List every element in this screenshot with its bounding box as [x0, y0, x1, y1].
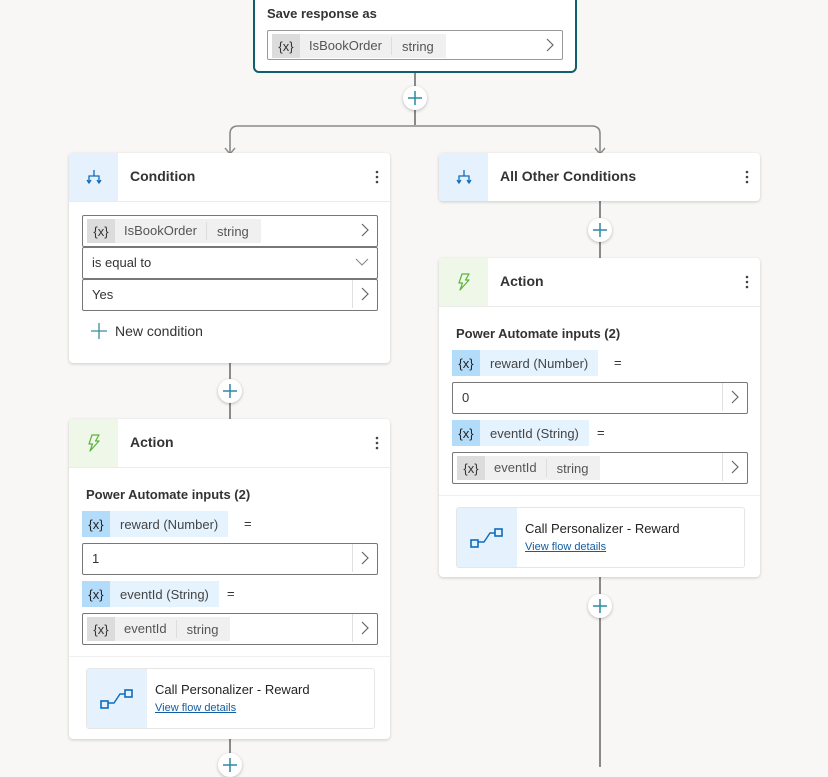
chevron-right-icon[interactable]	[538, 31, 562, 59]
plus-icon	[223, 758, 237, 772]
power-automate-inputs-label: Power Automate inputs (2)	[456, 326, 621, 341]
lightning-icon	[439, 258, 488, 306]
variable-icon: {x}	[87, 219, 115, 243]
condition-value-field[interactable]: Yes	[82, 279, 378, 311]
divider	[439, 495, 760, 496]
branch-connector	[224, 125, 606, 156]
operator-value: is equal to	[92, 255, 152, 270]
variable-icon: {x}	[457, 456, 485, 480]
equals-sign: =	[244, 516, 252, 531]
lightning-icon	[69, 419, 118, 467]
eventid-value-field[interactable]: {x} eventId string	[452, 452, 748, 484]
view-flow-details-link[interactable]: View flow details	[525, 541, 607, 553]
flow-icon	[87, 669, 147, 728]
input-parameter-chip: {x} eventId (String)	[82, 581, 219, 607]
more-options-icon[interactable]	[742, 167, 752, 187]
chevron-right-icon[interactable]	[722, 453, 747, 481]
flow-icon	[457, 508, 517, 567]
reward-value: 1	[92, 551, 100, 566]
chevron-right-icon[interactable]	[352, 614, 377, 642]
chevron-right-icon[interactable]	[353, 216, 377, 244]
reward-value: 0	[462, 390, 470, 405]
flow-name: Call Personalizer - Reward	[525, 521, 680, 536]
divider	[69, 656, 390, 657]
input-parameter-chip: {x} reward (Number)	[82, 511, 229, 537]
variable-chip[interactable]: {x} eventId string	[87, 617, 231, 641]
parameter-label: reward (Number)	[490, 355, 589, 371]
connector	[599, 577, 601, 767]
plus-icon	[223, 384, 237, 398]
flow-card[interactable]: Call Personalizer - Reward View flow det…	[86, 668, 375, 729]
variable-icon: {x}	[82, 581, 110, 607]
save-variable-field[interactable]: {x} IsBookOrder string	[267, 30, 563, 60]
plus-icon	[91, 323, 107, 339]
variable-name: eventId	[485, 459, 547, 477]
variable-icon: {x}	[87, 617, 115, 641]
save-response-label: Save response as	[267, 6, 377, 21]
variable-type: string	[216, 223, 249, 239]
power-automate-inputs-label: Power Automate inputs (2)	[86, 487, 251, 502]
action-title: Action	[130, 434, 174, 450]
branch-icon	[69, 153, 118, 201]
variable-icon: {x}	[452, 350, 480, 376]
add-node-button[interactable]	[588, 594, 612, 618]
more-options-icon[interactable]	[372, 167, 382, 187]
more-options-icon[interactable]	[742, 272, 752, 292]
variable-chip[interactable]: {x} eventId string	[457, 456, 601, 480]
eventid-value-field[interactable]: {x} eventId string	[82, 613, 378, 645]
add-node-button[interactable]	[403, 86, 427, 110]
other-conditions-title: All Other Conditions	[500, 168, 637, 184]
operator-dropdown[interactable]: is equal to	[82, 247, 378, 279]
add-node-button[interactable]	[218, 753, 242, 777]
flow-card[interactable]: Call Personalizer - Reward View flow det…	[456, 507, 745, 568]
plus-icon	[593, 599, 607, 613]
variable-icon: {x}	[272, 34, 300, 58]
chevron-right-icon[interactable]	[722, 383, 747, 411]
variable-name: eventId	[115, 620, 177, 638]
variable-icon: {x}	[452, 420, 480, 446]
variable-name: IsBookOrder	[115, 222, 207, 240]
action-card[interactable]: Action Power Automate inputs (2) {x} rew…	[439, 258, 760, 577]
add-node-button[interactable]	[588, 218, 612, 242]
chevron-right-icon[interactable]	[352, 280, 377, 308]
branch-icon	[439, 153, 488, 201]
chevron-down-icon	[347, 248, 377, 276]
new-condition-label: New condition	[115, 323, 203, 339]
parameter-label: eventId (String)	[120, 586, 209, 602]
variable-chip[interactable]: {x} IsBookOrder string	[87, 219, 261, 243]
view-flow-details-link[interactable]: View flow details	[155, 702, 237, 714]
variable-chip[interactable]: {x} IsBookOrder string	[272, 34, 446, 58]
variable-icon: {x}	[82, 511, 110, 537]
variable-type: string	[401, 38, 434, 54]
save-response-node[interactable]: Save response as {x} IsBookOrder string	[253, 0, 577, 73]
variable-type: string	[186, 621, 219, 637]
action-card[interactable]: Action Power Automate inputs (2) {x} rew…	[69, 419, 390, 739]
condition-variable-field[interactable]: {x} IsBookOrder string	[82, 215, 378, 247]
equals-sign: =	[614, 355, 622, 370]
condition-value: Yes	[92, 287, 114, 302]
input-parameter-chip: {x} reward (Number)	[452, 350, 599, 376]
plus-icon	[408, 91, 422, 105]
plus-icon	[593, 223, 607, 237]
parameter-label: eventId (String)	[490, 425, 579, 441]
other-conditions-card[interactable]: All Other Conditions	[439, 153, 760, 201]
reward-value-field[interactable]: 0	[452, 382, 748, 414]
equals-sign: =	[227, 586, 235, 601]
new-condition-button[interactable]: New condition	[91, 323, 203, 339]
variable-type: string	[556, 460, 589, 476]
variable-name: IsBookOrder	[300, 37, 392, 55]
chevron-right-icon[interactable]	[352, 544, 377, 572]
condition-card[interactable]: Condition {x} IsBookOrder string is equa…	[69, 153, 390, 363]
reward-value-field[interactable]: 1	[82, 543, 378, 575]
action-title: Action	[500, 273, 544, 289]
condition-title: Condition	[130, 168, 196, 184]
equals-sign: =	[597, 425, 605, 440]
more-options-icon[interactable]	[372, 433, 382, 453]
add-node-button[interactable]	[218, 379, 242, 403]
input-parameter-chip: {x} eventId (String)	[452, 420, 589, 446]
parameter-label: reward (Number)	[120, 516, 219, 532]
flow-name: Call Personalizer - Reward	[155, 682, 310, 697]
